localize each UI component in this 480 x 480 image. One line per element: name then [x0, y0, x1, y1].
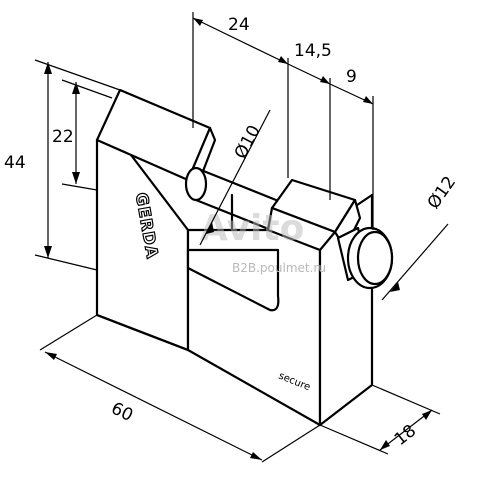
arrow-18-b [422, 410, 432, 420]
dim-9: 9 [346, 67, 357, 87]
dim-60: 60 [108, 399, 136, 426]
arrow-22-a [72, 82, 80, 94]
dim-22: 22 [52, 127, 74, 147]
watermark-small: B2B.poulmet.ru [232, 261, 326, 275]
dim-line-18 [379, 409, 433, 451]
dim-145: 14,5 [294, 41, 332, 61]
dim-60-group: 60 [108, 399, 136, 426]
body-bottom-edge [95, 313, 190, 352]
dim-line-60 [44, 351, 263, 461]
arrow-9 [363, 96, 373, 104]
dim-d12: Ø12 [424, 173, 460, 213]
arrow-60-a [45, 352, 57, 360]
leader-d12 [381, 223, 449, 301]
ext-line-18-right [371, 384, 441, 415]
dim-18: 18 [391, 421, 420, 450]
arrow-d10 [206, 222, 214, 234]
arrow-24-b [278, 56, 288, 64]
arrow-24-a [193, 18, 203, 26]
watermark-big: Avito [200, 208, 304, 249]
d10-group: Ø10 [231, 122, 265, 162]
arrow-d12 [390, 282, 400, 292]
arrow-44-a [44, 62, 52, 74]
right-block-front [266, 206, 337, 252]
leader-d10 [199, 109, 271, 246]
shackle-slot [186, 248, 280, 312]
ext-line-44-top [34, 59, 121, 91]
dim-line-24 [192, 17, 289, 65]
dim-d10: Ø10 [231, 122, 265, 162]
ext-line-18-left [319, 424, 389, 455]
arrow-44-b [44, 246, 52, 258]
dim-18-group: 18 [391, 421, 420, 450]
arrow-18-a [380, 440, 390, 450]
d12-group: Ø12 [424, 173, 460, 213]
bolt-face-inner [356, 230, 394, 286]
ext-line-22-bottom [61, 183, 98, 191]
arrow-22-b [72, 172, 80, 184]
ext-line-60-left [39, 314, 98, 351]
dim-44: 44 [4, 153, 26, 173]
ext-line-60-right [261, 424, 321, 463]
shackle-end [184, 166, 208, 202]
ext-line-44-bottom [34, 254, 98, 271]
arrow-60-b [250, 452, 262, 460]
ext-line-22-top [61, 79, 113, 99]
dim-24: 24 [228, 15, 250, 35]
arrow-145 [320, 76, 330, 84]
